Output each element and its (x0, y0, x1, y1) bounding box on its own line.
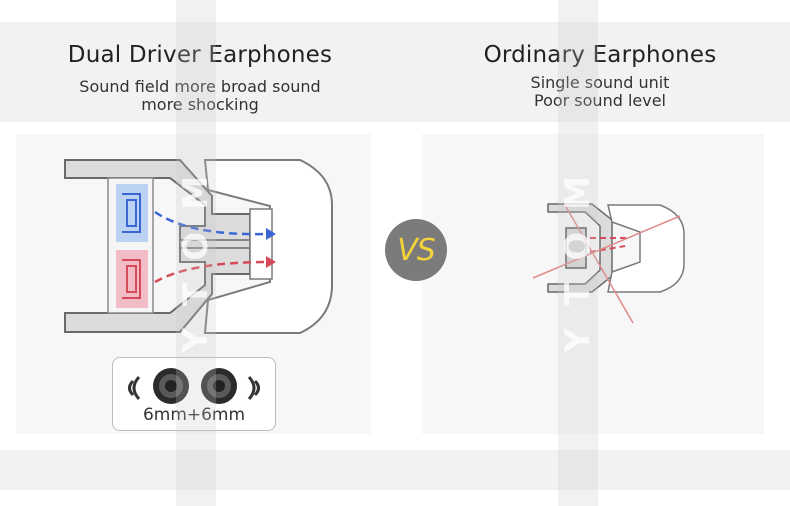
dual-driver-title: Dual Driver Earphones (67, 42, 333, 68)
red-driver-icon (122, 259, 141, 299)
top-banner-band (0, 22, 790, 122)
watermark-right: YTOM (558, 0, 598, 506)
cross-line-2 (564, 204, 634, 324)
dual-driver-subtitle-line2: more shocking (141, 95, 259, 114)
ear-tip (203, 159, 333, 334)
cross-line-1 (532, 215, 681, 279)
ordinary-title: Ordinary Earphones (483, 42, 717, 68)
single-ear-tip (607, 204, 685, 293)
bottom-band (0, 450, 790, 490)
blue-driver-icon (122, 193, 141, 233)
driver-size-label: 6mm+6mm (142, 405, 246, 425)
vs-label: VS (397, 232, 436, 268)
dual-driver-badge: 6mm+6mm (112, 357, 276, 431)
watermark-text-right: YTOM (558, 153, 598, 353)
sound-wave-left-icon (128, 375, 141, 401)
watermark-text-left: YTOM (176, 153, 216, 353)
dual-driver-subtitle-line1: Sound field more broad sound (79, 77, 321, 96)
vs-badge: VS (385, 219, 447, 281)
red-arrow-head (266, 256, 276, 268)
housing-outline (64, 159, 251, 333)
blue-arrow-head (266, 228, 276, 240)
sound-wave-right-icon (247, 375, 260, 401)
ordinary-subtitle-line1: Single sound unit (530, 73, 670, 92)
ordinary-subtitle-line2: Poor sound level (533, 91, 666, 110)
driver-right-icon (201, 368, 237, 404)
watermark-left: YTOM (176, 0, 216, 506)
driver-left-icon (153, 368, 189, 404)
